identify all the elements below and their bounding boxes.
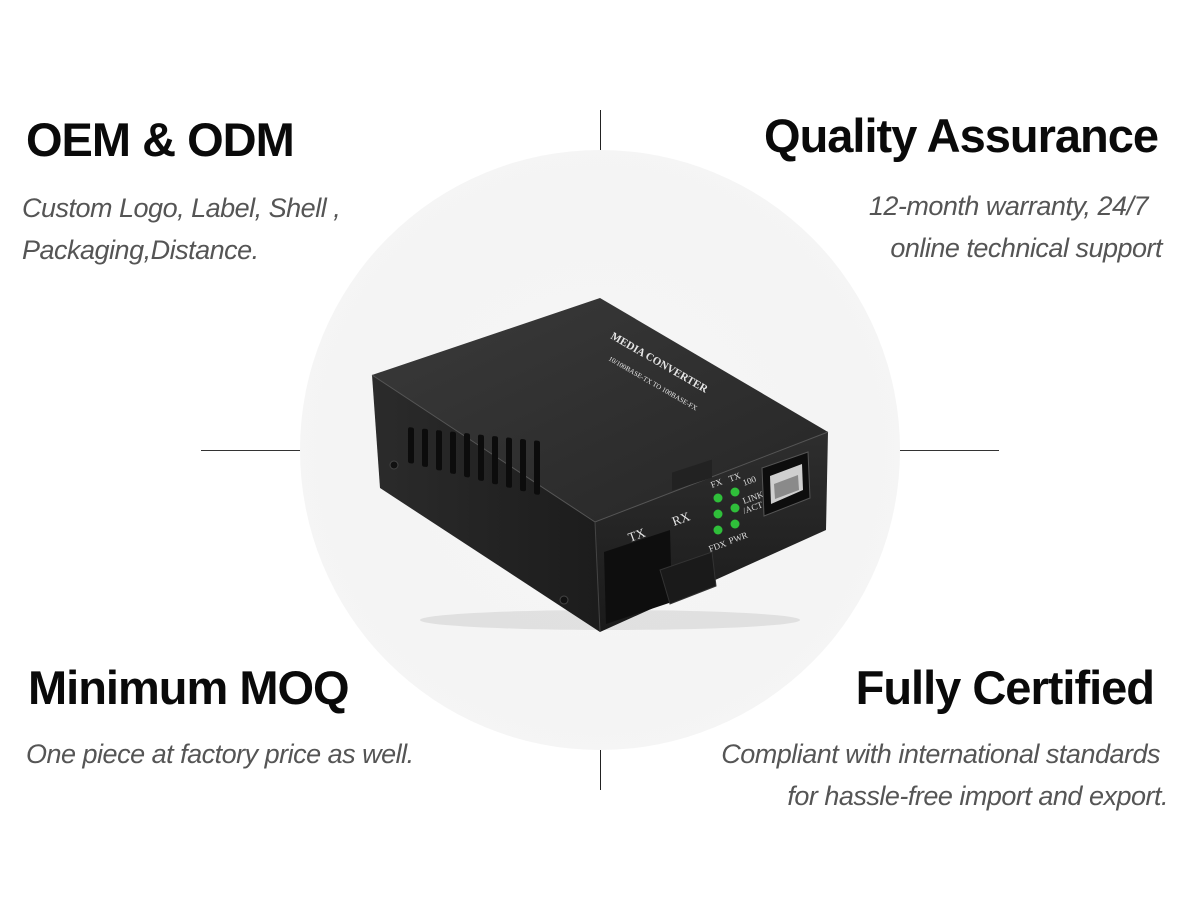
divider-top	[600, 110, 601, 150]
divider-left	[201, 450, 300, 451]
feature-oem-odm: OEM & ODM Custom Logo, Label, Shell , Pa…	[22, 113, 446, 271]
media-converter-illustration: MEDIA CONVERTER 10/100BASE-TX TO 100BASE…	[371, 298, 829, 633]
vent-slots	[408, 427, 540, 495]
feature-quality-assurance: Quality Assurance 12-month warranty, 24/…	[698, 109, 1163, 269]
case-top	[372, 298, 828, 522]
divider-bottom	[600, 750, 601, 790]
feature-description-line: online technical support	[890, 233, 1162, 263]
sc-port-dust-cap	[659, 551, 717, 605]
feature-description: Custom Logo, Label, Shell , Packaging,Di…	[22, 187, 446, 271]
port-rx-label: RX	[670, 508, 693, 528]
led-act	[730, 503, 740, 513]
led-fx	[713, 493, 723, 503]
feature-fully-certified: Fully Certified Compliant with internati…	[634, 661, 1168, 817]
feature-title: Quality Assurance	[764, 109, 1159, 162]
feature-description: Compliant with international standards f…	[634, 733, 1168, 817]
screw	[389, 460, 399, 470]
screw	[559, 595, 569, 605]
feature-description-line: Compliant with international standards	[721, 739, 1160, 769]
sc-port	[604, 530, 672, 624]
led-tx-label: TX	[727, 470, 742, 484]
feature-description: One piece at factory price as well.	[26, 733, 468, 775]
feature-description-line: Custom Logo, Label, Shell ,	[22, 193, 341, 223]
feature-description-line: One piece at factory price as well.	[26, 739, 414, 769]
led-fx-label: FX	[709, 476, 724, 490]
led-link	[713, 509, 723, 519]
led-pwr	[730, 519, 740, 529]
feature-title: Minimum MOQ	[28, 661, 350, 714]
feature-title: Fully Certified	[855, 661, 1155, 714]
led-tx	[730, 487, 740, 497]
case-side	[372, 375, 600, 632]
port-tx-label: TX	[626, 525, 648, 545]
feature-description-line: Packaging,Distance.	[22, 235, 259, 265]
led-fdx	[713, 525, 723, 535]
feature-description-line: 12-month warranty, 24/7	[868, 191, 1149, 221]
status-leds	[713, 487, 740, 535]
feature-title: OEM & ODM	[26, 113, 295, 166]
led-speed-label: 100	[741, 474, 758, 488]
media-converter-image: MEDIA CONVERTER 10/100BASE-TX TO 100BASE…	[360, 290, 840, 640]
feature-description-line: for hassle-free import and export.	[787, 781, 1168, 811]
feature-description: 12-month warranty, 24/7 online technical…	[698, 185, 1163, 269]
feature-minimum-moq: Minimum MOQ One piece at factory price a…	[26, 661, 468, 775]
divider-right	[900, 450, 999, 451]
